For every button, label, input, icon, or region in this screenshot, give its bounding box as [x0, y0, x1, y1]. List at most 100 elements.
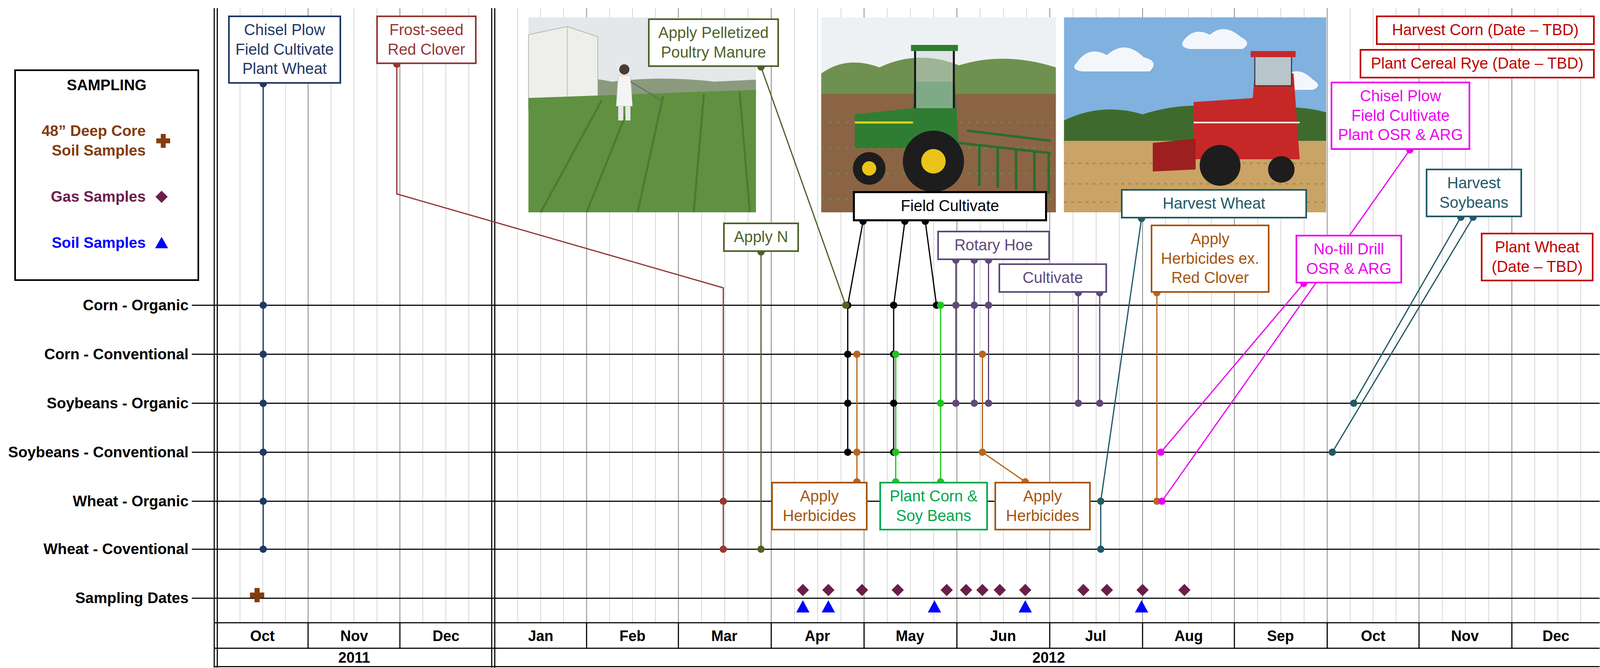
month-gridline [308, 8, 1512, 623]
activity-dot [719, 497, 728, 505]
leader-line [856, 353, 858, 482]
box-label: Apply Herbicides ex. Red Clover [1158, 229, 1263, 288]
gas-sample-marker [940, 583, 953, 596]
activity-dot [1157, 448, 1165, 456]
month-label: Jun [958, 626, 1048, 645]
photo-combine-header [1152, 138, 1196, 172]
box-label: Harvest Soybeans [1433, 173, 1515, 213]
box-label: Rotary Hoe [944, 235, 1043, 256]
activity-dot [952, 399, 960, 407]
activity-dot [892, 350, 900, 358]
box-label: Field Cultivate [860, 196, 1040, 216]
month-label: Dec [401, 626, 491, 645]
box-label: No-till Drill OSR & ARG [1302, 239, 1395, 279]
leader-line [1077, 292, 1079, 404]
photo-tractor-roof [911, 44, 959, 52]
leader-line [925, 221, 937, 306]
activity-dot [1328, 448, 1336, 456]
activity-box: Apply Herbicides [771, 481, 868, 531]
activity-dot [889, 301, 898, 309]
week-gridline [239, 8, 1581, 623]
year-label: 2012 [1003, 649, 1094, 666]
activity-dot [936, 301, 945, 309]
activity-dot [259, 448, 267, 456]
box-label: Harvest Corn (Date – TBD) [1383, 20, 1588, 40]
legend-symbol [155, 236, 169, 249]
legend-title: SAMPLING [21, 74, 192, 95]
gas-sample-marker [1077, 583, 1090, 596]
activity-dot [1096, 399, 1104, 407]
box-label: Field Cultivate [1338, 106, 1463, 126]
year-label: 2011 [309, 649, 400, 666]
month-label: Mar [679, 626, 770, 645]
gas-sample-marker [1136, 583, 1149, 596]
leader-line [1099, 292, 1101, 404]
gas-sample-marker [796, 583, 810, 596]
box-label: Chisel Plow [235, 20, 334, 40]
month-label: May [865, 626, 955, 645]
photo-tractor-wheel [852, 152, 886, 185]
photo-person-head [619, 64, 630, 75]
activity-dot [1097, 497, 1105, 505]
activity-dot [892, 448, 900, 456]
activity-dot [844, 399, 852, 407]
activity-box: Chisel PlowField CultivatePlant Wheat [228, 15, 342, 84]
gas-sample-marker [822, 583, 835, 596]
activity-dot [259, 545, 267, 553]
activity-box: Cultivate [998, 263, 1108, 293]
activity-dot [952, 301, 960, 309]
legend-label: Soil Samples [23, 233, 146, 253]
photo-combine-wheel [1199, 144, 1241, 186]
photo-combine-roof [1250, 51, 1296, 58]
legend-symbol [156, 133, 171, 148]
month-label: Aug [1143, 626, 1234, 645]
legend-symbol [155, 190, 168, 203]
box-label: Plant OSR & ARG [1338, 125, 1463, 145]
activity-dot [978, 350, 987, 358]
activity-dot [985, 301, 993, 309]
legend-label: Gas Samples [23, 186, 146, 207]
photo-tractor-rim [862, 161, 877, 176]
box-label: Chisel Plow [1338, 86, 1463, 107]
activity-dot [970, 301, 979, 309]
activity-dot [844, 350, 852, 358]
month-label: Jan [495, 626, 586, 645]
box-label: Apply N [730, 227, 792, 247]
leader-line [847, 221, 864, 453]
month-label: Nov [1420, 626, 1510, 645]
activity-dot [259, 301, 267, 309]
activity-dot [1158, 497, 1166, 505]
leader-line [262, 83, 265, 549]
activity-box: No-till Drill OSR & ARG [1295, 234, 1403, 284]
month-label: Feb [587, 626, 678, 645]
activity-box: Plant Cereal Rye (Date – TBD) [1359, 48, 1595, 79]
leader-line [1156, 292, 1158, 502]
leader-line [955, 259, 957, 403]
activity-dot [978, 448, 987, 456]
soil-sample-marker [1134, 599, 1149, 613]
activity-dot [259, 350, 267, 358]
photo-tractor-cab [915, 48, 955, 109]
leader-line [397, 64, 724, 549]
activity-box: Rotary Hoe [937, 230, 1050, 260]
leader-line [1160, 283, 1304, 453]
photo-person [616, 75, 633, 107]
gas-sample-marker [976, 583, 989, 596]
leader-line [982, 353, 1026, 482]
soil-sample-marker [927, 599, 942, 613]
photo-combine-wheel [1268, 156, 1295, 183]
leader-line [760, 251, 762, 549]
soil-sample-marker [796, 599, 810, 613]
gas-sample-marker [1100, 583, 1114, 596]
photo-tractor-wheel [903, 130, 965, 192]
activity-dot [936, 399, 945, 407]
activity-dot [1097, 545, 1105, 553]
month-separator [308, 622, 1512, 648]
box-label: Harvest Wheat [1128, 193, 1300, 214]
row-label: Corn - Conventional [0, 345, 189, 364]
row-label: Soybeans - Organic [0, 394, 189, 413]
gas-sample-marker [891, 583, 904, 596]
leader-line [940, 305, 942, 482]
activity-box: Frost-seed Red Clover [376, 15, 477, 65]
timeline-axis [191, 8, 1600, 668]
